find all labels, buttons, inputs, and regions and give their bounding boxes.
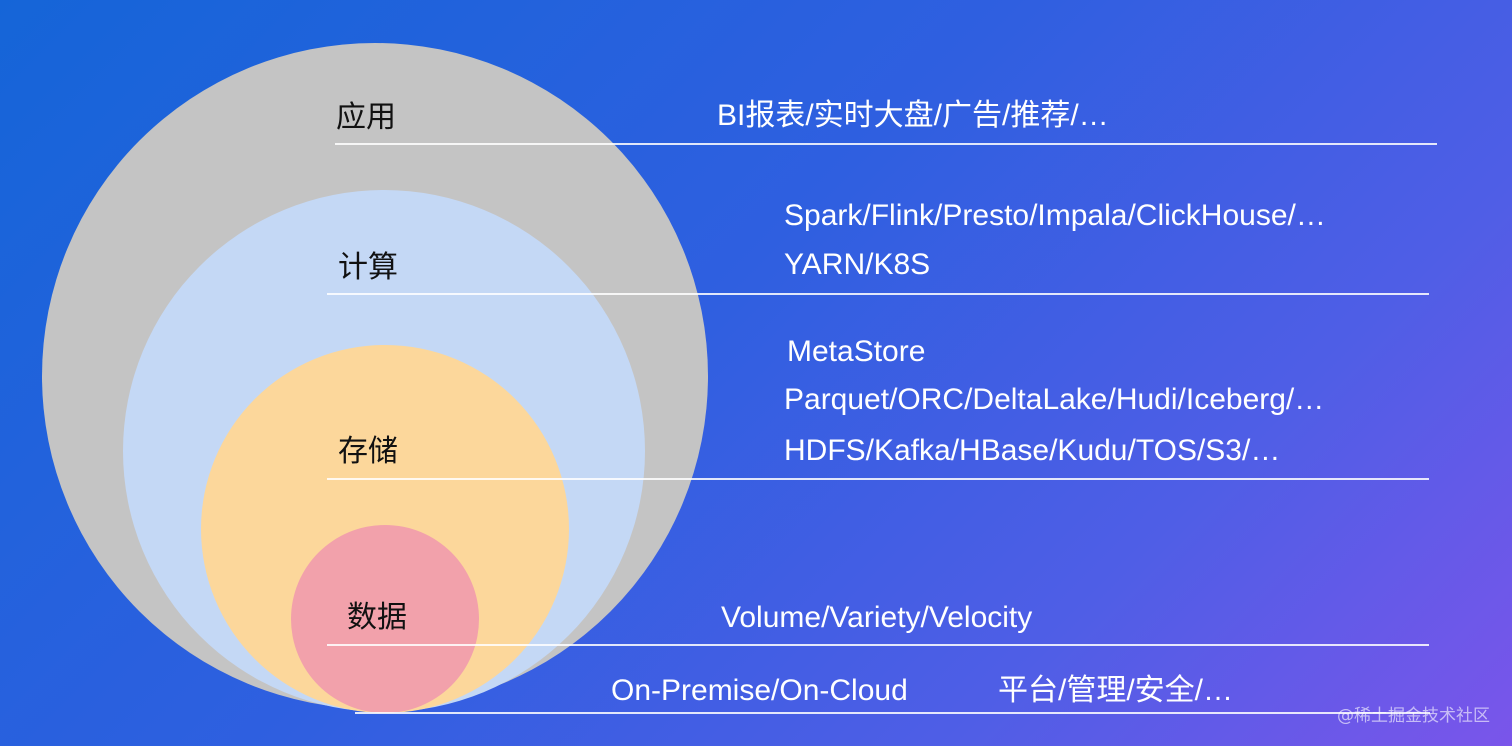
application-divider xyxy=(335,143,1437,145)
storage-formats-list: Parquet/ORC/DeltaLake/Hudi/Iceberg/… xyxy=(784,383,1325,416)
data-characteristics-list: Volume/Variety/Velocity xyxy=(721,601,1033,634)
data-layer-label: 数据 xyxy=(347,600,407,635)
data-divider xyxy=(327,644,1429,646)
application-layer-label: 应用 xyxy=(336,100,396,135)
storage-divider xyxy=(327,478,1429,480)
storage-systems-list: HDFS/Kafka/HBase/Kudu/TOS/S3/… xyxy=(784,434,1281,467)
application-tech-list: BI报表/实时大盘/广告/推荐/… xyxy=(717,99,1109,132)
data-layer-circle xyxy=(291,525,479,713)
compute-divider xyxy=(327,293,1429,295)
foundation-divider xyxy=(355,712,1430,714)
compute-engines-list: Spark/Flink/Presto/Impala/ClickHouse/… xyxy=(784,199,1326,232)
compute-layer-label: 计算 xyxy=(338,250,398,285)
compute-scheduler-list: YARN/K8S xyxy=(784,248,931,281)
storage-metastore-label: MetaStore xyxy=(787,335,926,368)
watermark: @稀土掘金技术社区 xyxy=(1337,706,1490,726)
storage-layer-label: 存储 xyxy=(338,434,398,469)
platform-management-label: 平台/管理/安全/… xyxy=(998,674,1234,707)
deployment-mode-label: On-Premise/On-Cloud xyxy=(611,674,908,707)
